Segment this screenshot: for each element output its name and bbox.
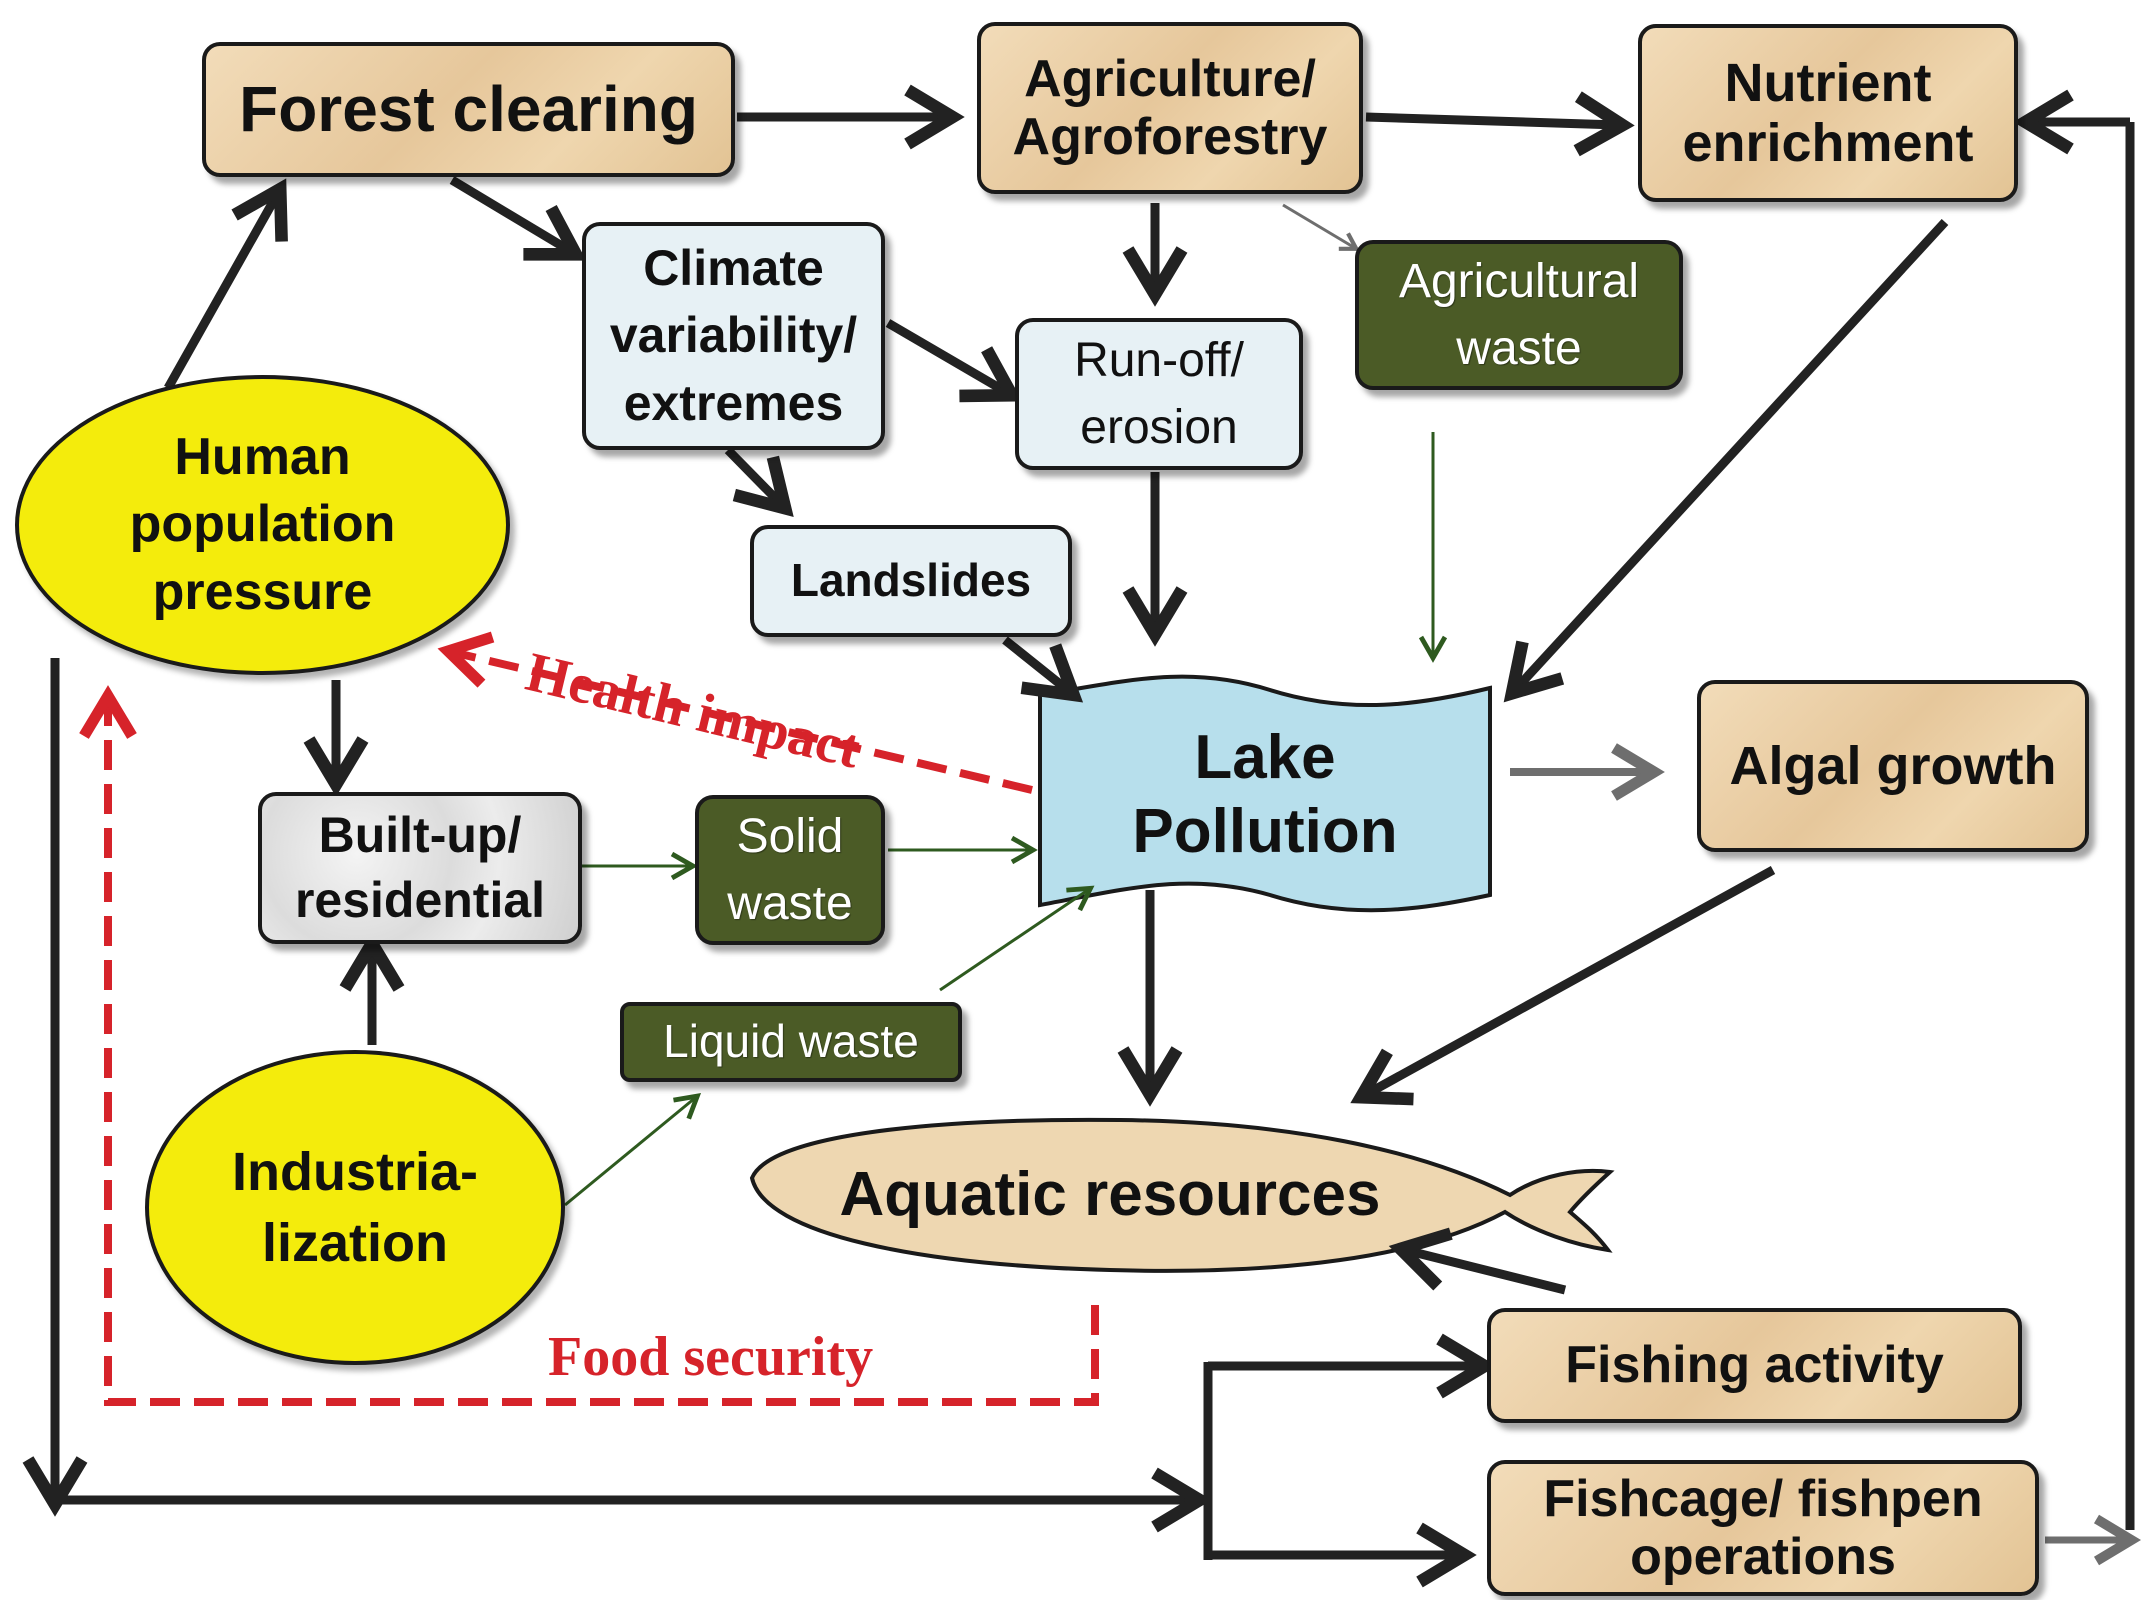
industrialization-ellipse: Industria- lization	[145, 1050, 565, 1365]
food-security-label: Food security	[548, 1326, 874, 1388]
industrialization-label: Industria- lization	[231, 1142, 478, 1273]
arrow-climate-to-landslides	[724, 446, 794, 517]
algal-growth-label: Algal growth	[1729, 735, 2057, 796]
arrow-industrial-to-liquid	[564, 1093, 702, 1207]
agricultural-waste-box: Agricultural waste	[1355, 240, 1683, 390]
nutrient-enrichment-label: Nutrient enrichment	[1682, 52, 1974, 173]
runoff-erosion-box: Run-off/ erosion	[1015, 318, 1303, 470]
climate-variability-label: Climate variability/ extremes	[609, 239, 858, 431]
aquatic-resources-label: Aquatic resources	[839, 1159, 1381, 1229]
solid-waste-label: Solid waste	[727, 809, 853, 930]
dark-arrows	[55, 84, 2130, 1588]
gray-arrows	[1282, 203, 2142, 1566]
built-up-box: Built-up/ residential	[258, 792, 582, 944]
fishcage-box: Fishcage/ fishpen operations	[1487, 1460, 2039, 1596]
arrow-agriculture-to-agwaste	[1282, 203, 1360, 251]
lake-pollution-label: Lake Pollution	[1132, 722, 1398, 866]
agricultural-waste-label: Agricultural waste	[1398, 254, 1640, 375]
arrow-liquid-to-lake	[939, 885, 1095, 992]
liquid-waste-label: Liquid waste	[663, 1015, 919, 1068]
landslides-box: Landslides	[750, 525, 1072, 637]
lake-pollution-label-wrap: Lake Pollution	[1040, 690, 1490, 900]
arrow-landslides-to-lake	[1002, 636, 1084, 703]
arrow-forest-to-climate	[449, 176, 587, 261]
fishing-activity-label: Fishing activity	[1565, 1336, 1944, 1395]
red-dashed-arrows	[79, 631, 1099, 1406]
solid-waste-box: Solid waste	[695, 795, 885, 945]
algal-growth-box: Algal growth	[1697, 680, 2089, 852]
forest-clearing-box: Forest clearing	[202, 42, 735, 177]
arrow-algal-to-aquatic	[1350, 866, 1776, 1106]
lake-pollution-shape	[1038, 674, 1492, 913]
human-population-label: Human population pressure	[129, 427, 396, 621]
fishcage-label: Fishcage/ fishpen operations	[1543, 1469, 1983, 1586]
landslides-label: Landslides	[790, 554, 1032, 607]
arrow-food-security	[79, 685, 1099, 1406]
agriculture-box: Agriculture/ Agroforestry	[977, 22, 1363, 194]
agriculture-label: Agriculture/ Agroforestry	[1012, 49, 1328, 166]
arrow-health-impact	[437, 631, 1033, 794]
arrow-human-to-forest	[164, 178, 288, 391]
dark-connectors	[22, 122, 2135, 1560]
human-population-ellipse: Human population pressure	[15, 375, 510, 675]
arrow-nutrient-to-lake	[1503, 218, 1949, 703]
nutrient-enrichment-box: Nutrient enrichment	[1638, 24, 2018, 202]
aquatic-resources-label-wrap: Aquatic resources	[800, 1140, 1420, 1250]
built-up-label: Built-up/ residential	[294, 807, 546, 928]
liquid-waste-box: Liquid waste	[620, 1002, 962, 1082]
arrow-fishing-to-aquatic	[1388, 1227, 1567, 1295]
arrow-climate-to-runoff	[885, 319, 1023, 403]
green-arrows	[564, 432, 1448, 1207]
climate-variability-box: Climate variability/ extremes	[582, 222, 885, 450]
arrow-agriculture-to-nutrient	[1365, 91, 1635, 157]
runoff-erosion-label: Run-off/ erosion	[1074, 333, 1244, 454]
forest-clearing-label: Forest clearing	[239, 72, 698, 145]
fishing-activity-box: Fishing activity	[1487, 1308, 2022, 1423]
